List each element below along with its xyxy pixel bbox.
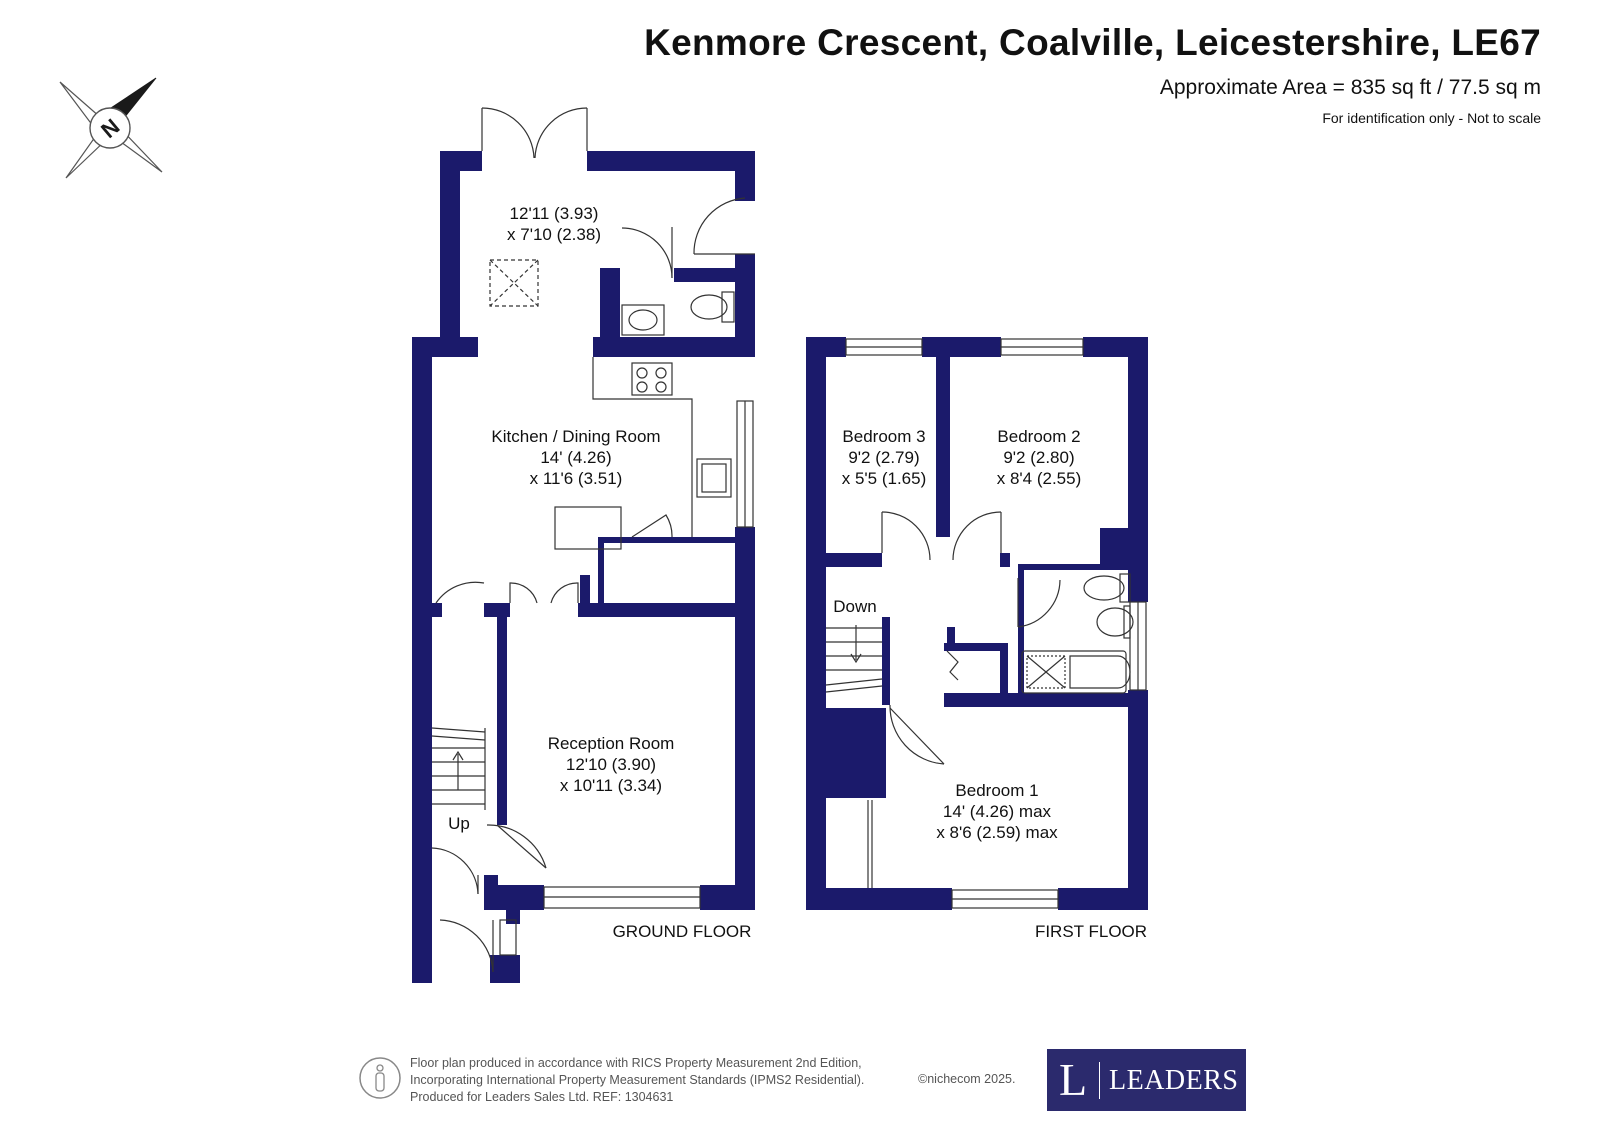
footer-line-2: Incorporating International Property Mea…	[410, 1073, 865, 1087]
bedroom3-label: Bedroom 3	[842, 427, 925, 446]
compass-icon: N	[59, 77, 163, 179]
property-title: Kenmore Crescent, Coalville, Leicestersh…	[644, 22, 1541, 63]
bedroom2-dim1: 9'2 (2.80)	[1003, 448, 1074, 467]
stairs-down-label: Down	[833, 597, 876, 616]
ground-floor-fixtures	[431, 107, 755, 973]
bedroom1-dim2: x 8'6 (2.59) max	[936, 823, 1058, 842]
logo-wordmark: LEADERS	[1109, 1065, 1239, 1096]
disclaimer-note: For identification only - Not to scale	[1322, 110, 1541, 126]
copyright-text: ©nichecom 2025.	[918, 1072, 1016, 1086]
reception-label: Reception Room	[548, 734, 675, 753]
first-floor-walls	[806, 337, 1148, 910]
first-floor-fixtures	[825, 338, 1147, 909]
ground-floor-label: GROUND FLOOR	[613, 922, 752, 941]
logo-divider	[1099, 1062, 1100, 1099]
bedroom1-label: Bedroom 1	[955, 781, 1038, 800]
bedroom3-dim2: x 5'5 (1.65)	[842, 469, 927, 488]
footer-line-3: Produced for Leaders Sales Ltd. REF: 130…	[410, 1090, 674, 1104]
area-summary: Approximate Area = 835 sq ft / 77.5 sq m	[1159, 76, 1541, 99]
stairs-up-label: Up	[448, 814, 470, 833]
leaders-logo: L LEADERS	[1047, 1049, 1246, 1111]
conservatory-dim1: 12'11 (3.93)	[510, 204, 599, 223]
bedroom2-dim2: x 8'4 (2.55)	[997, 469, 1082, 488]
footer-notes: Floor plan produced in accordance with R…	[410, 1055, 864, 1106]
footer-line-1: Floor plan produced in accordance with R…	[410, 1056, 862, 1070]
bedroom2-label: Bedroom 2	[997, 427, 1080, 446]
reception-dim2: x 10'11 (3.34)	[560, 776, 662, 795]
reception-dim1: 12'10 (3.90)	[566, 755, 656, 774]
kitchen-dim2: x 11'6 (3.51)	[530, 469, 623, 488]
bedroom1-dim1: 14' (4.26) max	[943, 802, 1052, 821]
ground-floor-walls	[412, 151, 755, 983]
kitchen-label: Kitchen / Dining Room	[491, 427, 660, 446]
logo-letter: L	[1059, 1054, 1088, 1105]
conservatory-dim2: x 7'10 (2.38)	[507, 225, 601, 244]
measurement-stamp-icon	[359, 1057, 401, 1099]
kitchen-dim1: 14' (4.26)	[540, 448, 611, 467]
first-floor-label: FIRST FLOOR	[1035, 922, 1147, 941]
bedroom3-dim1: 9'2 (2.79)	[848, 448, 919, 467]
